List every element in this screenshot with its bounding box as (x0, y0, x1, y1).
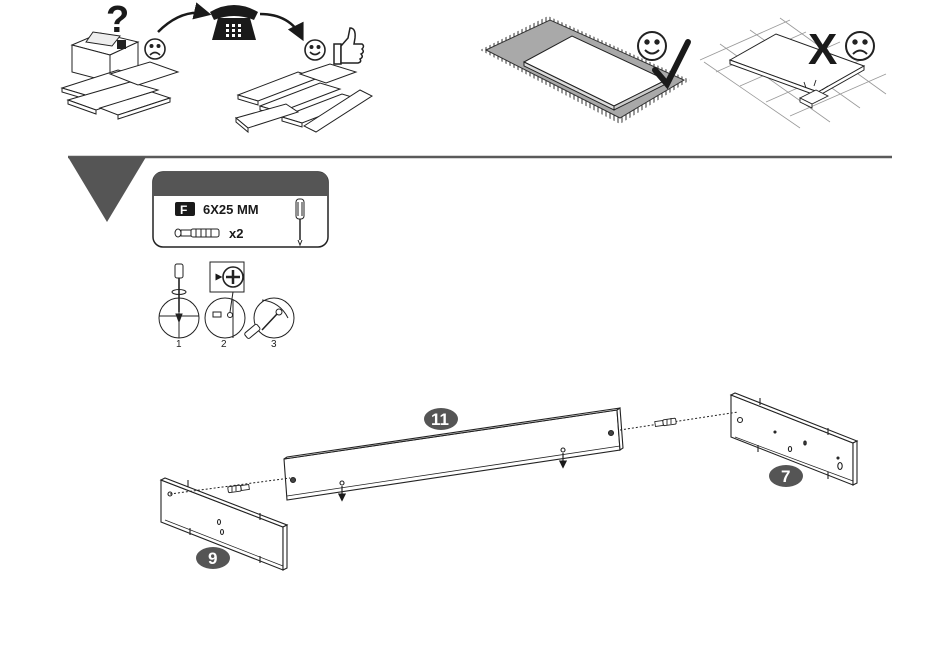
tool-step-number: 3 (271, 339, 277, 350)
part-badge-7: 7 (769, 465, 803, 487)
dowel-icon (655, 418, 677, 427)
smiley-face-icon (305, 40, 325, 60)
cross-mark: X (808, 25, 837, 74)
frowning-face-icon (145, 39, 165, 59)
missing-parts-instruction: ? (62, 0, 372, 132)
arrow-to-phone (158, 13, 208, 32)
dowel-icon (175, 229, 219, 237)
arrow-to-replacement (260, 14, 302, 38)
replacement-boards (236, 64, 372, 132)
board-on-tiles (730, 34, 864, 96)
hardware-size: 6X25 MM (203, 202, 259, 217)
smiley-face-icon (638, 32, 666, 60)
telephone-icon (210, 5, 258, 40)
hardware-quantity: x2 (229, 226, 243, 241)
tool-step-1 (159, 264, 199, 338)
work-surface-guidance: X (480, 16, 886, 128)
tool-step-2 (205, 262, 245, 338)
tool-step-number: 1 (176, 339, 182, 350)
frowning-face-icon (846, 32, 874, 60)
assembly-diagram: 11 7 9 (161, 393, 857, 570)
tool-step-number: 2 (221, 339, 227, 350)
hardware-box: F 6X25 MM x2 (153, 172, 328, 247)
question-mark: ? (106, 0, 129, 41)
part-label: 11 (431, 410, 449, 429)
part-badge-9: 9 (196, 547, 230, 569)
tool-usage-steps: 1 2 3 (159, 262, 294, 350)
part-letter: F (180, 203, 187, 217)
tool-step-3 (244, 298, 294, 339)
part-label: 9 (208, 549, 217, 568)
thumbs-up-icon (334, 28, 364, 64)
step-marker-triangle (68, 157, 146, 222)
part-label: 7 (781, 467, 790, 486)
part-badge-11: 11 (424, 408, 458, 430)
